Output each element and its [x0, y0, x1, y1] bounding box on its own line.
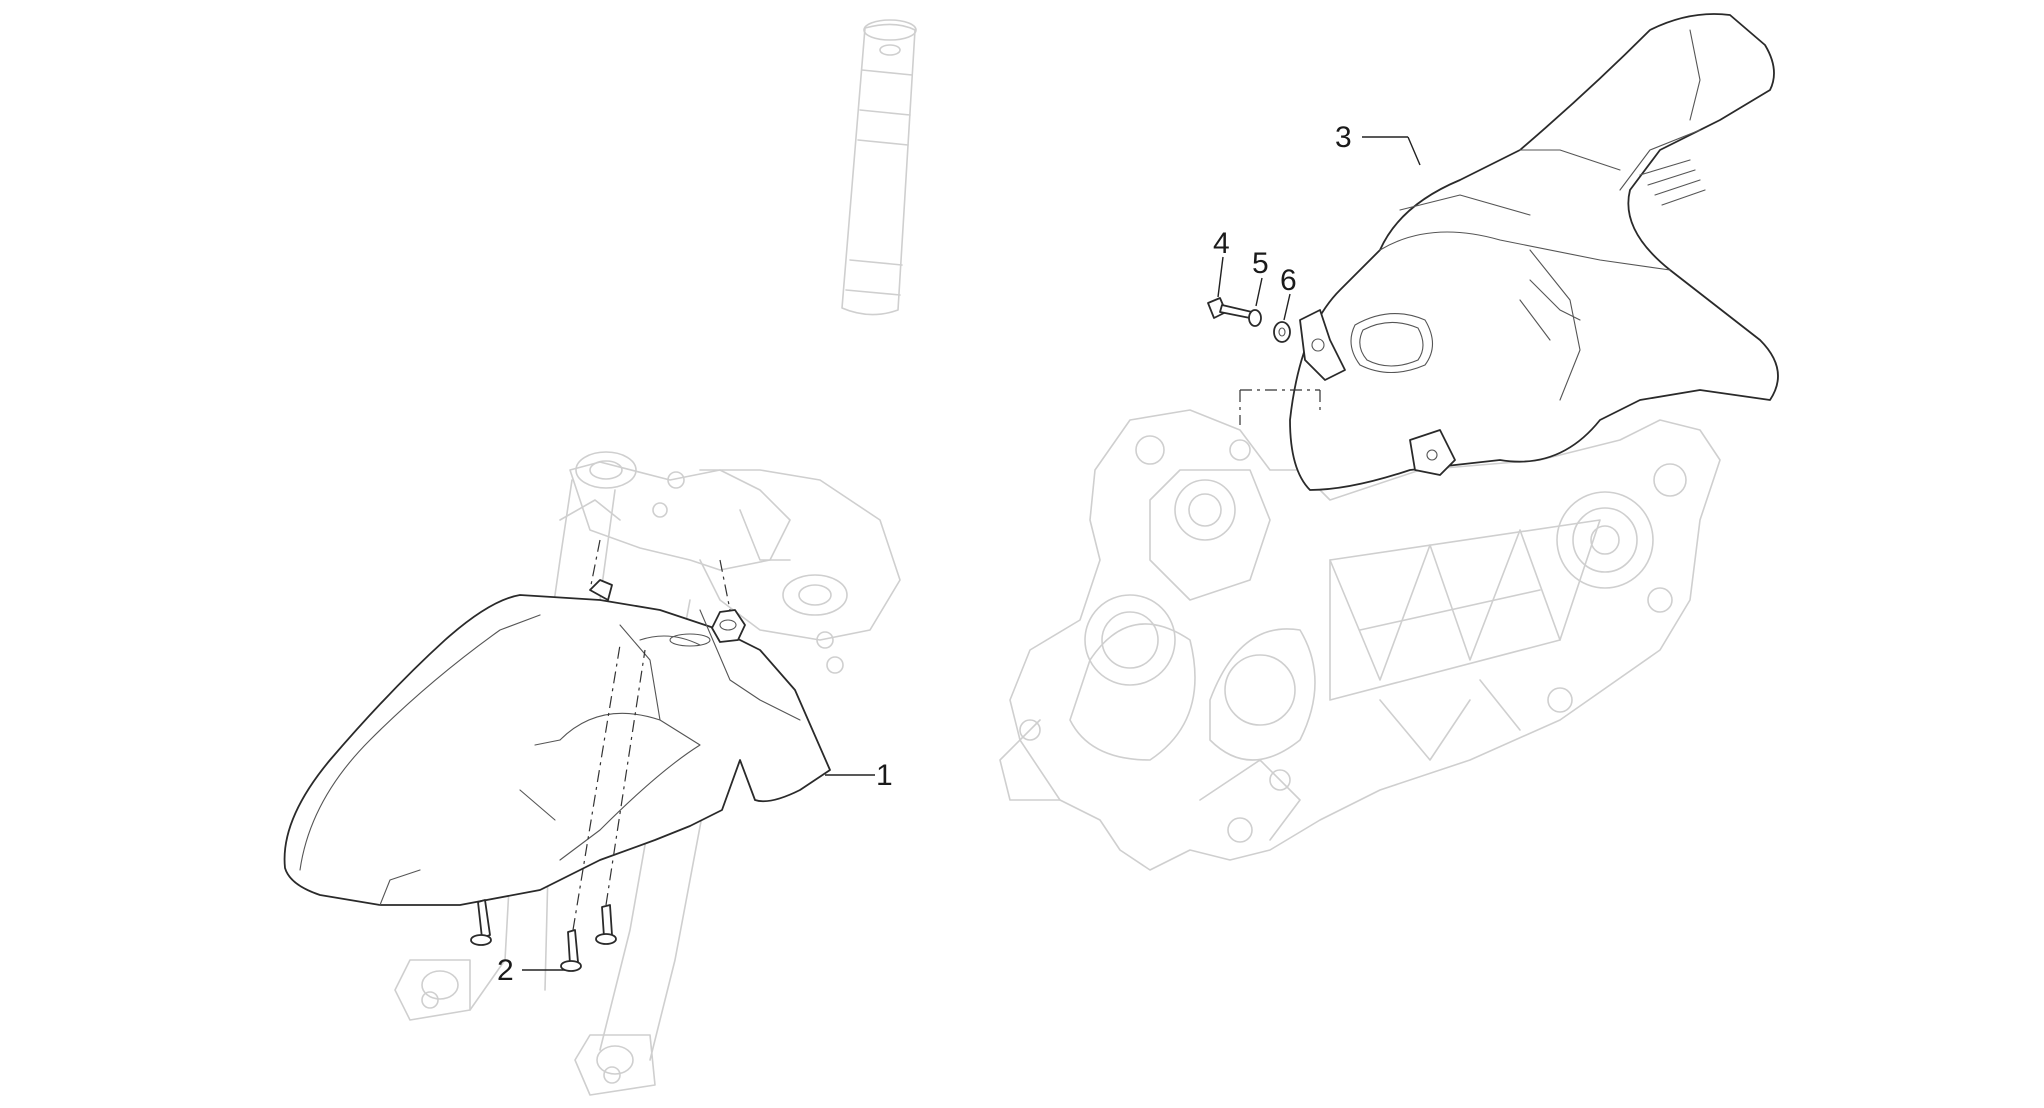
assembly-line-front [572, 539, 731, 931]
callout-1: 1 [876, 759, 893, 792]
assembly-line-rear [1239, 389, 1321, 425]
leader-3b [1407, 136, 1421, 166]
bolt [1207, 297, 1253, 319]
callout-3: 3 [1335, 121, 1352, 154]
callout-2: 2 [497, 954, 514, 987]
engine-crankcase-ghost [999, 409, 1721, 871]
screw [470, 899, 617, 972]
spring-washer [1248, 309, 1262, 327]
leader-5 [1255, 277, 1263, 307]
leader-4 [1217, 256, 1224, 298]
front-fork-ghost [394, 19, 917, 1096]
front-mudguard [283, 579, 831, 906]
leader-6 [1283, 293, 1291, 321]
callout-6: 6 [1280, 264, 1297, 297]
washer [1273, 321, 1291, 343]
callout-5: 5 [1252, 247, 1269, 280]
callout-4: 4 [1213, 227, 1230, 260]
rear-mudguard [1289, 13, 1779, 491]
